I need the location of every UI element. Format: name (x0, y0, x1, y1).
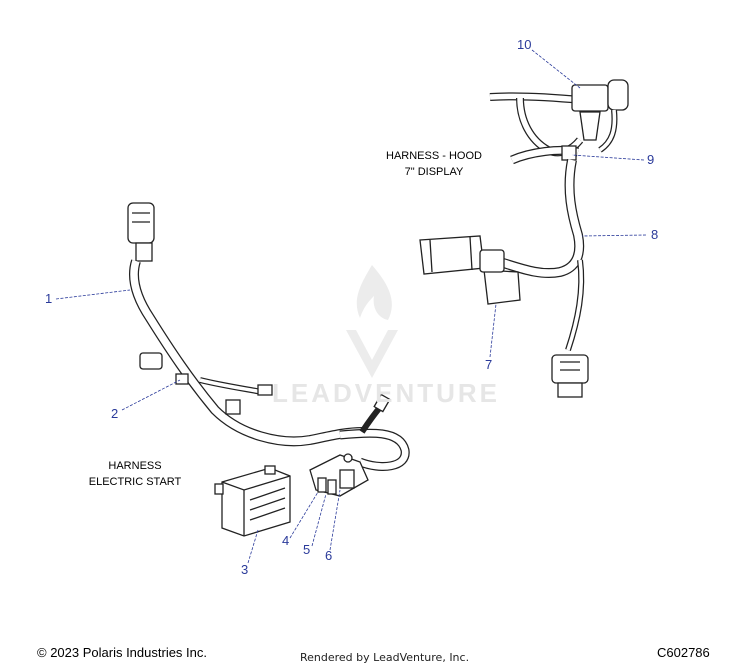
caption-hood-line2: 7" DISPLAY (404, 166, 464, 178)
callout-6[interactable]: 6 (325, 548, 333, 563)
caption-start-line2: ELECTRIC START (88, 476, 182, 488)
callout-9[interactable]: 9 (647, 152, 655, 167)
callout-4[interactable]: 4 (282, 533, 290, 548)
leader-lines (55, 49, 647, 564)
watermark-text: LEADVENTURE (272, 378, 501, 408)
diagram-code: C602786 (657, 645, 710, 660)
watermark-logo (346, 265, 398, 378)
callout-7[interactable]: 7 (485, 357, 493, 372)
callout-10[interactable]: 10 (517, 37, 532, 52)
copyright-text: © 2023 Polaris Industries Inc. (37, 645, 207, 660)
harness-hood-display (419, 79, 629, 398)
caption-start-line1: HARNESS (108, 460, 162, 472)
rendered-by-text: Rendered by LeadVenture, Inc. (300, 651, 470, 664)
caption-electric-start: HARNESS ELECTRIC START (76, 458, 194, 490)
caption-hood: HARNESS - HOOD 7" DISPLAY (374, 148, 494, 180)
callout-5[interactable]: 5 (303, 542, 311, 557)
callout-3[interactable]: 3 (241, 562, 249, 577)
callout-8[interactable]: 8 (651, 227, 659, 242)
callout-2[interactable]: 2 (111, 406, 119, 421)
harness-electric-start (127, 202, 410, 537)
caption-hood-line1: HARNESS - HOOD (386, 150, 482, 162)
callout-1[interactable]: 1 (45, 291, 53, 306)
